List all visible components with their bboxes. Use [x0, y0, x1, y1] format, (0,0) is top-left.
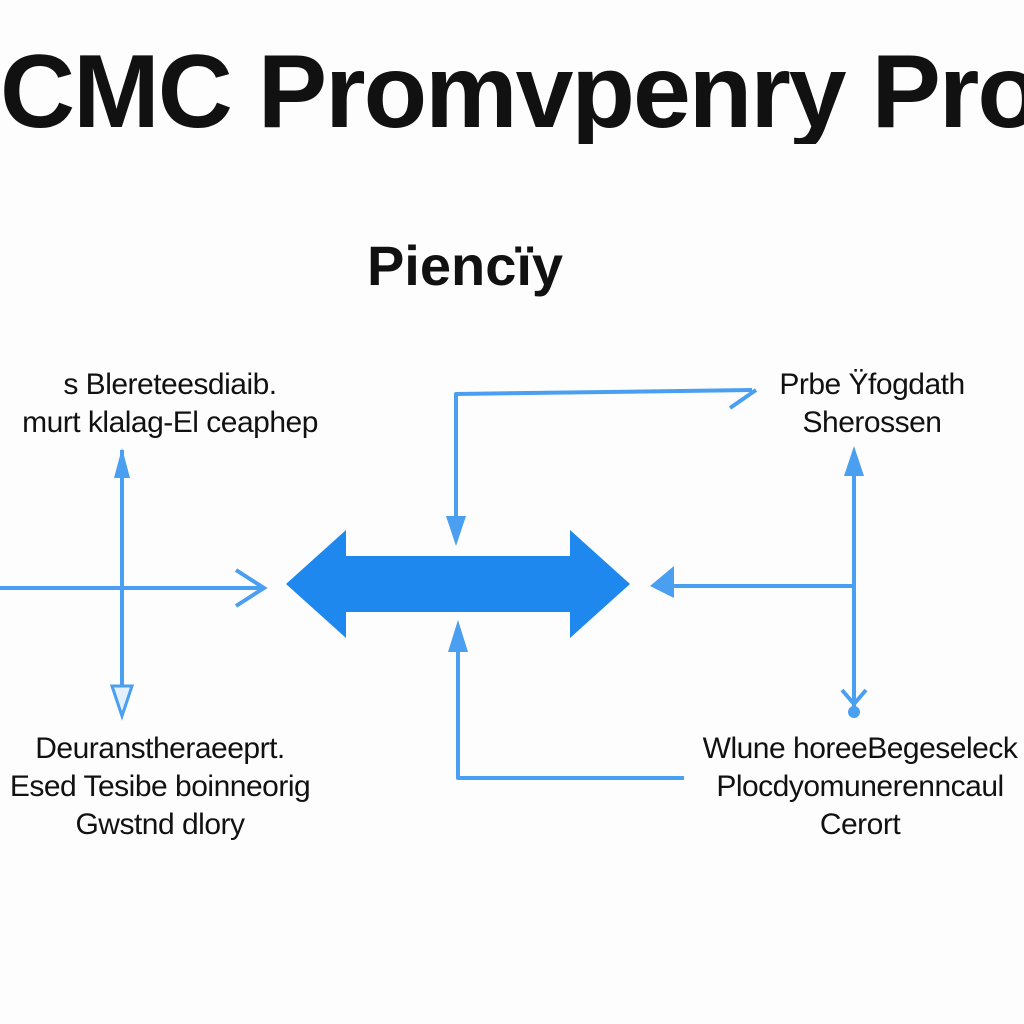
right-horizontal-connector [650, 566, 852, 598]
central-double-arrow [286, 530, 630, 638]
node-top-left: s Blereteesdiaib. murt klalag-El ceaphep [0, 366, 340, 442]
diagram-title: CMC Promvpenry Pronc [0, 40, 1024, 144]
top-loop-connector [446, 388, 758, 546]
node-top-right: Prbe Ÿfogdath Sherossen [760, 366, 984, 442]
node-bottom-left: Deuranstheraeeprt. Esed Tesibe boinneori… [0, 730, 320, 844]
node-top-right-line-2: Sherossen [802, 406, 942, 439]
node-bottom-right-line-3: Cerort [819, 808, 901, 841]
node-bottom-left-line-1: Deuranstheraeeprt. [35, 732, 285, 765]
node-bottom-right-line-2: Plocdyomunerenncaul [716, 770, 1004, 803]
node-top-right-line-1: Prbe Ÿfogdath [779, 368, 965, 401]
left-vertical-connector [109, 448, 135, 721]
right-vertical-connector [840, 446, 868, 718]
node-bottom-right: Wlune horeeBegeseleck Plocdyomunerenncau… [700, 730, 1020, 844]
node-bottom-left-line-3: Gwstnd dlory [75, 808, 245, 841]
node-bottom-left-line-2: Esed Tesibe boinneorig [9, 770, 311, 803]
node-top-left-line-2: murt klalag-El ceaphep [22, 406, 318, 439]
left-horizontal-connector [0, 568, 268, 608]
node-bottom-right-line-1: Wlune horeeBegeseleck [702, 732, 1018, 765]
diagram-subtitle: Piencïy [366, 234, 564, 297]
node-top-left-line-1: s Blereteesdiaib. [63, 368, 277, 401]
bottom-loop-connector [448, 620, 684, 780]
